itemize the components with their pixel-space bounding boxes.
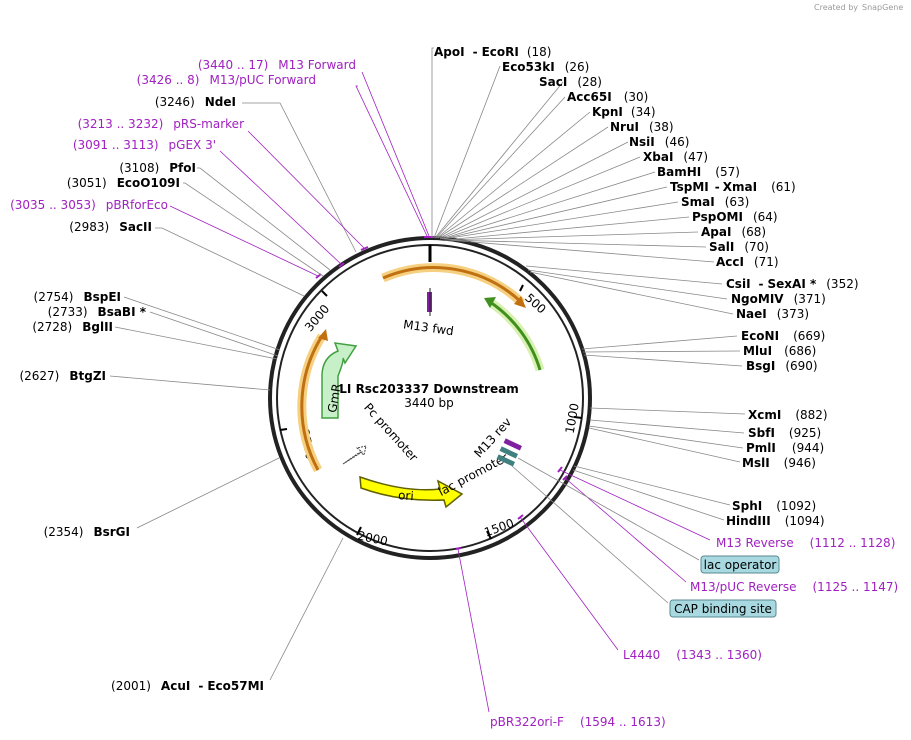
tick-label-2000: 2000 [356,528,389,548]
plasmid-name: LI Rsc203337 Downstream [339,382,518,396]
lac-operator-label: lac operator [704,558,777,572]
enzyme-label[interactable]: MluI(686) [743,344,816,358]
primer-label[interactable]: M13 Reverse(1112 .. 1128) [716,536,895,550]
primer-labels: (3440 .. 17)M13 Forward (3426 .. 8)M13/p… [10,58,898,729]
enzyme-label[interactable]: SacI(28) [539,75,602,89]
enzyme-label[interactable]: (2001)AcuI-Eco57MI [111,679,264,693]
credit-created-by: Created by [814,3,858,12]
leader-lines-features [511,457,700,604]
m13-fwd-arc[interactable] [382,266,522,303]
primer-label[interactable]: (3035 .. 3053)pBRforEco [10,198,168,212]
enzyme-label[interactable]: (2627)BtgZI [19,369,106,383]
enzyme-label[interactable]: AccI(71) [716,255,779,269]
enzyme-label[interactable]: HindIII(1094) [726,514,825,528]
cap-site-box[interactable]: CAP binding site [669,599,777,618]
enzyme-label[interactable]: ApoI-EcoRI(18) [434,45,551,59]
plasmid-length: 3440 bp [404,396,454,410]
enzyme-label[interactable]: NgoMIV(371) [731,292,826,306]
enzyme-label[interactable]: PspOMI(64) [692,210,778,224]
enzyme-labels-right: ApoI-EcoRI(18) Eco53kI(26) SacI(28) Acc6… [434,45,859,528]
leader-lines-primers [169,71,711,713]
enzyme-label[interactable]: TspMI-XmaI(61) [670,180,796,194]
enzyme-label[interactable]: CsiI-SexAI *(352) [726,277,859,291]
primer-label[interactable]: (3213 .. 3232)pRS-marker [78,117,244,131]
primer-label[interactable]: L4440(1343 .. 1360) [623,648,762,662]
enzyme-label[interactable]: (2983)SacII [69,220,152,234]
enzyme-label[interactable]: NsiI(46) [629,135,689,149]
enzyme-label[interactable]: SbfI(925) [748,426,821,440]
enzyme-label[interactable]: SmaI(63) [681,195,749,209]
enzyme-label[interactable]: KpnI(34) [592,105,656,119]
enzyme-label[interactable]: NaeI(373) [736,307,809,321]
primer-label[interactable]: (3091 .. 3113)pGEX 3' [73,138,216,152]
enzyme-label[interactable]: NruI(38) [610,120,674,134]
primer-label[interactable]: pBR322ori-F(1594 .. 1613) [490,715,666,729]
enzyme-label[interactable]: SalI(70) [709,240,769,254]
enzyme-label[interactable]: PmlI(944) [746,441,824,455]
enzyme-label[interactable]: (2733)BsaBI * [48,305,147,319]
enzyme-label[interactable]: (2754)BspEI [34,290,121,304]
enzyme-label[interactable]: (2728)BglII [32,320,113,334]
primer-label[interactable]: (3440 .. 17)M13 Forward [198,58,356,72]
cap-site-label: CAP binding site [674,602,772,616]
ori-label: ori [398,488,415,503]
green-arc-bg [487,298,545,372]
leader-lines-right [431,47,746,521]
enzyme-label[interactable]: Eco53kI(26) [502,60,589,74]
enzyme-label[interactable]: (2354)BsrGI [44,525,130,539]
pc-promoter-feature[interactable] [342,445,367,465]
enzyme-label[interactable]: (3246)NdeI [155,95,236,109]
lac-operator-feature[interactable] [499,446,519,459]
lac-operator-box[interactable]: lac operator [700,555,780,574]
primer-label[interactable]: M13/pUC Reverse(1125 .. 1147) [690,580,898,594]
enzyme-label[interactable]: (3051)EcoO109I [67,176,180,190]
enzyme-label[interactable]: (3108)PfoI [119,161,196,175]
left-orange-arc[interactable] [300,335,324,471]
enzyme-label[interactable]: XbaI(47) [643,150,708,164]
enzyme-label[interactable]: Acc65I(30) [567,90,648,104]
green-arc[interactable] [489,300,542,371]
primer-label[interactable]: (3426 .. 8)M13/pUC Forward [137,73,316,87]
gmr-feature[interactable] [321,342,358,419]
ori-feature[interactable] [359,475,464,509]
bp-ticks [279,284,583,540]
leader-lines-left [109,102,357,681]
enzyme-label[interactable]: EcoNI(669) [741,329,825,343]
enzyme-label[interactable]: BamHI(57) [657,165,740,179]
enzyme-label[interactable]: ApaI(68) [701,225,766,239]
tick-label-500: 500 [522,291,548,317]
enzyme-label[interactable]: SphI(1092) [732,499,816,513]
enzyme-label[interactable]: BsgI(690) [746,359,818,373]
enzyme-label[interactable]: MslI(946) [742,456,816,470]
enzyme-labels-left: (3246)NdeI (3108)PfoI (3051)EcoO109I (29… [19,95,264,693]
enzyme-label[interactable]: XcmI(882) [748,408,828,422]
cap-site-feature[interactable] [496,454,516,467]
gmr-label: GmR [325,383,344,414]
credit-brand[interactable]: SnapGene [862,3,903,12]
m13-rev-feature[interactable] [503,438,523,451]
m13-fwd-label: M13 fwd [402,317,454,338]
tick-label-1000: 1000 [563,402,582,435]
